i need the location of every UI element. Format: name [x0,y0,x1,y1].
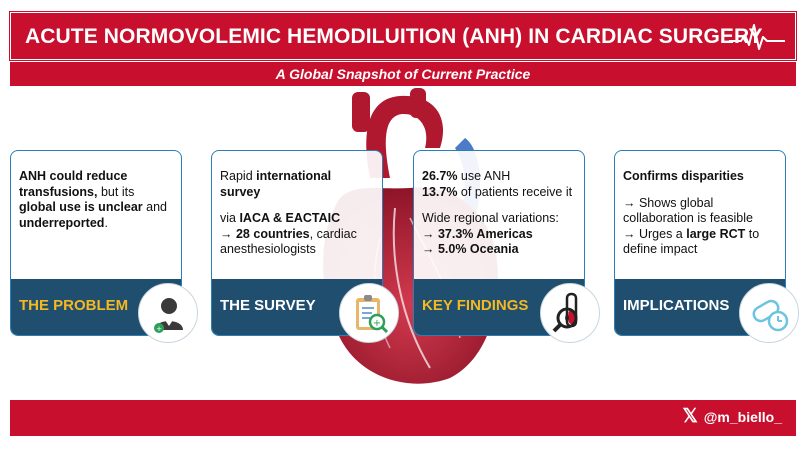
blood-tube-search-icon [540,283,600,343]
survey-text-1: Rapid [220,169,257,183]
capsule-clock-icon [739,283,799,343]
card-findings-label: KEY FINDINGS [422,297,529,314]
problem-text-1: ANH could reduce transfusions, [19,169,128,199]
findings-text-5: Wide regional variations: [422,211,559,225]
svg-text:+: + [156,325,162,333]
implications-text-5: to define impact [623,226,760,257]
implications-text-3: → Urges a [623,226,687,241]
survey-text-3: via [220,211,240,225]
card-implications-text: Confirms disparities → Shows global coll… [615,151,785,279]
footer-banner: 𝕏 @m_biello_ [10,400,796,436]
card-implications-label: IMPLICATIONS [623,297,730,314]
findings-text-3: 13.7% [422,184,458,199]
findings-text-2: use ANH [457,169,511,183]
card-findings-text: 26.7% use ANH 13.7% of patients receive … [414,151,584,279]
card-survey-text: Rapid international survey via IACA & EA… [212,151,382,279]
implications-text-2: → Shows global collaboration is feasible [623,195,753,226]
card-survey-label: THE SURVEY [220,297,316,314]
subtitle-banner: A Global Snapshot of Current Practice [10,62,796,86]
problem-text-2: but its [97,184,135,199]
findings-text-4: of patients receive it [457,184,573,199]
title-banner: ACUTE NORMOVOLEMIC HEMODILUITION (ANH) I… [9,11,797,61]
card-survey: Rapid international survey via IACA & EA… [211,150,383,336]
card-implications: Confirms disparities → Shows global coll… [614,150,786,336]
problem-text-5: underreported [19,215,105,230]
card-problem-label: THE PROBLEM [19,297,129,314]
survey-text-5: → [220,226,236,241]
implications-text-4: large RCT [686,226,746,241]
survey-text-7: , cardiac anesthesiologists [220,226,357,257]
clipboard-search-icon: + [339,283,399,343]
survey-text-2: international survey [220,169,332,199]
doctor-icon: + [138,283,198,343]
heartbeat-pulse-icon [729,24,785,50]
problem-text-3: global use is unclear [19,200,143,214]
survey-text-4: IACA & EACTAIC [239,211,341,225]
implications-text-1: Confirms disparities [623,169,744,183]
svg-text:+: + [373,318,381,329]
problem-text-4: and [142,200,167,214]
survey-text-6: 28 countries [235,226,310,241]
problem-text-6: . [104,215,108,230]
x-logo-icon: 𝕏 [682,406,698,427]
card-problem-text: ANH could reduce transfusions, but its g… [11,151,181,279]
social-handle-text: @m_biello_ [703,409,782,425]
page-title: ACUTE NORMOVOLEMIC HEMODILUITION (ANH) I… [25,25,763,48]
social-handle[interactable]: 𝕏 @m_biello_ [682,406,782,427]
findings-text-6: → 37.3% Americas [422,226,533,241]
findings-text-1: 26.7% [422,169,458,183]
findings-text-7: → 5.0% Oceania [422,242,519,256]
